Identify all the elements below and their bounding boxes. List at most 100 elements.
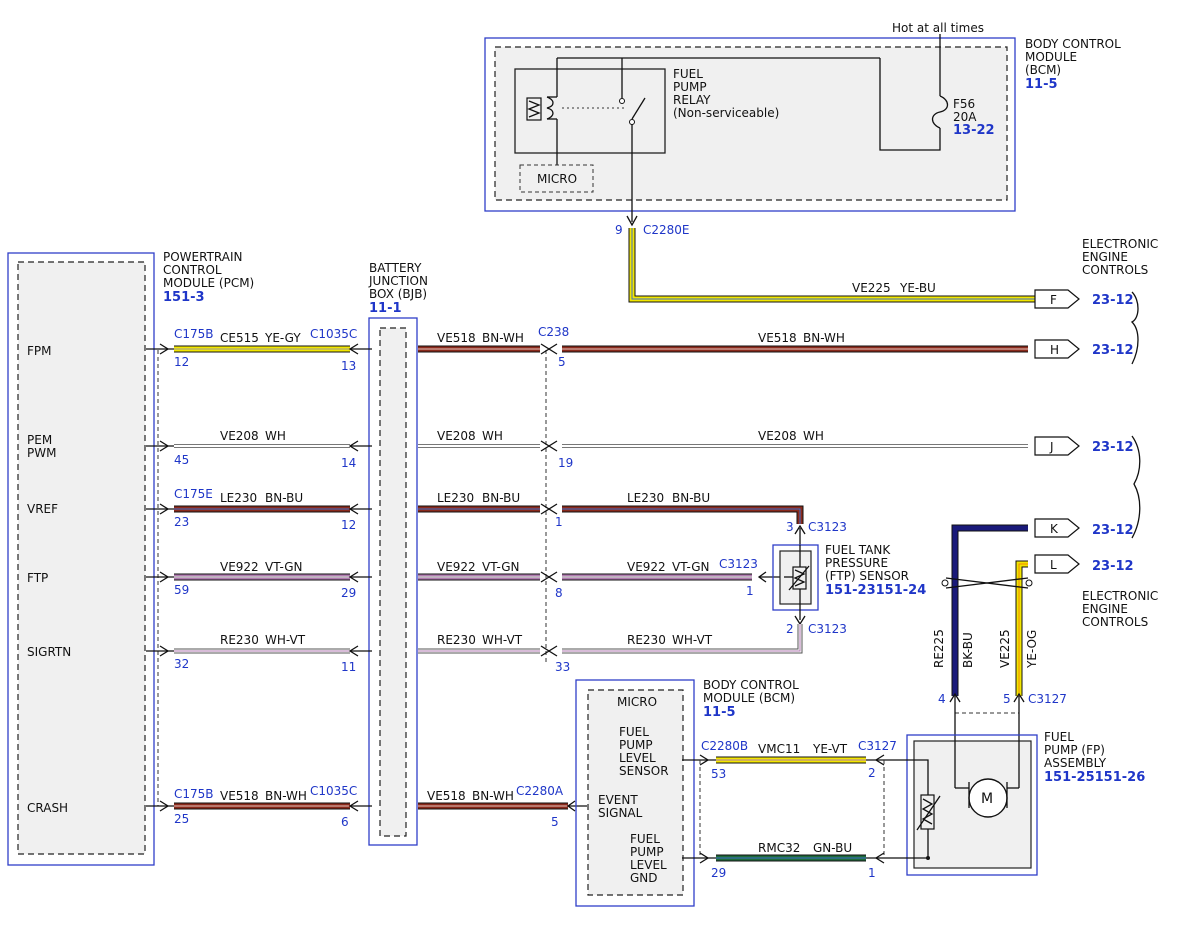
pin-12: 12 — [174, 355, 189, 369]
c2280b-arrow-bottom — [699, 852, 710, 864]
wire-ve225: VE225 YE-BU — [628, 228, 1035, 303]
svg-text:VT-GN: VT-GN — [265, 560, 302, 574]
svg-text:LEVEL: LEVEL — [630, 858, 667, 872]
svg-text:ELECTRONIC: ELECTRONIC — [1082, 237, 1158, 251]
svg-text:WH-VT: WH-VT — [672, 633, 713, 647]
ftp-sensor-icon — [784, 545, 810, 620]
bcm-bottom-outline — [575, 679, 695, 907]
svg-text:EVENT: EVENT — [598, 793, 638, 807]
svg-text:CONTROLS: CONTROLS — [1082, 615, 1148, 629]
svg-text:PUMP (FP): PUMP (FP) — [1044, 743, 1105, 757]
flag-l: L 23-12 — [1034, 554, 1134, 574]
svg-text:M: M — [981, 791, 993, 807]
svg-text:(Non-serviceable): (Non-serviceable) — [673, 106, 779, 120]
svg-text:PUMP: PUMP — [630, 845, 664, 859]
pcm-label: POWERTRAIN CONTROL MODULE (PCM) 151-3 — [163, 250, 254, 305]
connector-c3123-bottom: C3123 — [808, 622, 847, 636]
wire-re230-c: RE230 WH-VT — [562, 624, 803, 654]
pin-5-fp: 5 — [1003, 692, 1011, 706]
svg-text:VE518: VE518 — [437, 331, 476, 345]
wire-ve208-c: VE208 WH — [562, 429, 1028, 448]
pcm-connector-arrows — [146, 343, 174, 812]
svg-text:VE225: VE225 — [998, 629, 1012, 668]
svg-text:RELAY: RELAY — [673, 93, 711, 107]
hot-label: Hot at all times — [892, 21, 984, 35]
pin-59: 59 — [174, 583, 189, 597]
svg-text:VT-GN: VT-GN — [672, 560, 709, 574]
svg-text:LEVEL: LEVEL — [619, 751, 656, 765]
svg-text:K: K — [1050, 522, 1059, 536]
pin-1-fp: 1 — [868, 866, 876, 880]
svg-text:L: L — [1050, 558, 1057, 572]
twisted-pair-icon — [941, 577, 1033, 589]
svg-text:BOX (BJB): BOX (BJB) — [369, 287, 427, 301]
svg-text:RE230: RE230 — [220, 633, 259, 647]
svg-text:CONTROLS: CONTROLS — [1082, 263, 1148, 277]
signal-pwm: PWM — [27, 446, 56, 460]
svg-text:GND: GND — [630, 871, 658, 885]
relay-switch-icon — [557, 57, 880, 222]
fp-assembly-outline — [906, 734, 1038, 876]
connector-c2280b: C2280B — [701, 739, 748, 753]
wire-rmc32: RMC32 GN-BU — [716, 841, 866, 862]
svg-text:11-5: 11-5 — [1025, 77, 1058, 92]
bcm-signal-event: EVENT SIGNAL — [598, 793, 643, 820]
svg-text:BN-BU: BN-BU — [672, 491, 710, 505]
brace-top — [1130, 291, 1139, 365]
flag-h: H 23-12 — [1034, 339, 1134, 359]
svg-text:FUEL: FUEL — [673, 67, 703, 81]
connector-c2280e: C2280E — [643, 223, 690, 237]
pin-6: 6 — [341, 815, 349, 829]
svg-text:VE922: VE922 — [220, 560, 259, 574]
bjb-inner — [379, 327, 407, 837]
wire-ve518-crash-a: VE518 BN-WH — [174, 789, 350, 810]
svg-text:BATTERY: BATTERY — [369, 261, 422, 275]
pin-4: 4 — [938, 692, 946, 706]
pin-23: 23 — [174, 515, 189, 529]
pcm-inner — [17, 261, 146, 855]
pin-32: 32 — [174, 657, 189, 671]
svg-text:JUNCTION: JUNCTION — [368, 274, 428, 288]
wire-ve225-vertical: VE225 YE-OG — [998, 560, 1039, 696]
svg-text:MODULE: MODULE — [1025, 50, 1077, 64]
wire-ve922-c: VE922 VT-GN — [562, 560, 752, 581]
ftp-label: FUEL TANK PRESSURE (FTP) SENSOR 151-2315… — [825, 543, 926, 598]
connector-c1035c-crash: C1035C — [310, 784, 357, 798]
pin-29: 29 — [341, 586, 356, 600]
pin-45: 45 — [174, 453, 189, 467]
pin-29-bcm: 29 — [711, 866, 726, 880]
wire-ve922-a: VE922 VT-GN — [174, 560, 350, 581]
svg-text:RMC32: RMC32 — [758, 841, 800, 855]
svg-text:CE515: CE515 — [220, 331, 259, 345]
svg-text:(BCM): (BCM) — [1025, 63, 1061, 77]
svg-text:SENSOR: SENSOR — [619, 764, 669, 778]
connector-c238: C238 — [538, 325, 569, 339]
c3123-pin3-arrow — [794, 524, 806, 535]
wire-le230-a: LE230 BN-BU — [174, 491, 350, 513]
pin-25: 25 — [174, 812, 189, 826]
wire-ve518-b: VE518 BN-WH — [562, 331, 1028, 353]
svg-text:WH-VT: WH-VT — [482, 633, 523, 647]
flag-k: K 23-12 — [1034, 518, 1134, 538]
c3123-pin1-arrow — [757, 571, 767, 583]
svg-text:ELECTRONIC: ELECTRONIC — [1082, 589, 1158, 603]
pin-3: 3 — [786, 520, 794, 534]
bjb-left-arrows — [348, 343, 372, 812]
svg-text:WH: WH — [803, 429, 824, 443]
svg-text:PRESSURE: PRESSURE — [825, 556, 888, 570]
signal-sigrtn: SIGRTN — [27, 645, 71, 659]
pin-1: 1 — [555, 515, 563, 529]
svg-text:RE230: RE230 — [627, 633, 666, 647]
connector-c175b-crash: C175B — [174, 787, 214, 801]
svg-text:WH: WH — [265, 429, 286, 443]
svg-text:CONTROL: CONTROL — [163, 263, 222, 277]
svg-text:YE-OG: YE-OG — [1025, 630, 1039, 669]
wire-le230-c: LE230 BN-BU — [562, 491, 804, 524]
svg-text:23-12: 23-12 — [1092, 559, 1134, 574]
svg-text:F56: F56 — [953, 97, 975, 111]
signal-ftp: FTP — [27, 571, 48, 585]
eec-mid-label: ELECTRONIC ENGINE CONTROLS — [1082, 589, 1158, 629]
signal-pem: PEM — [27, 433, 52, 447]
motor-icon: M — [954, 740, 1020, 818]
